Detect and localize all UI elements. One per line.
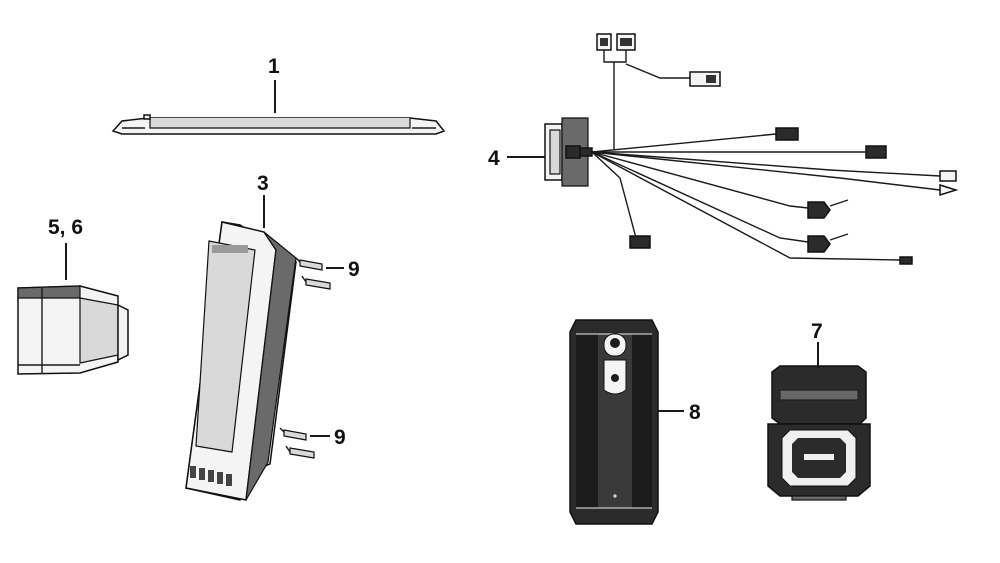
callout-9-lower: 9 [334, 426, 346, 449]
callout-1: 1 [268, 55, 280, 78]
part-4-wiring-harness: 4 [488, 33, 959, 265]
part-7-controller: 7 [767, 320, 871, 501]
callout-8: 8 [689, 401, 701, 424]
part-9-screws-upper: 9 [295, 257, 360, 290]
part-3-display-panel: 3 [185, 172, 297, 501]
callout-3: 3 [257, 172, 269, 195]
callout-7: 7 [811, 320, 823, 343]
part-5-6-block: 5, 6 [17, 216, 129, 375]
part-1-light-bar: 1 [111, 55, 446, 135]
callout-4: 4 [488, 147, 500, 170]
callout-9-upper: 9 [348, 258, 360, 281]
callout-5-6: 5, 6 [48, 216, 83, 239]
display-buttons-row [190, 466, 232, 486]
part-9-screws-lower: 9 [279, 426, 346, 459]
part-8-battery-case: 8 [569, 319, 701, 525]
